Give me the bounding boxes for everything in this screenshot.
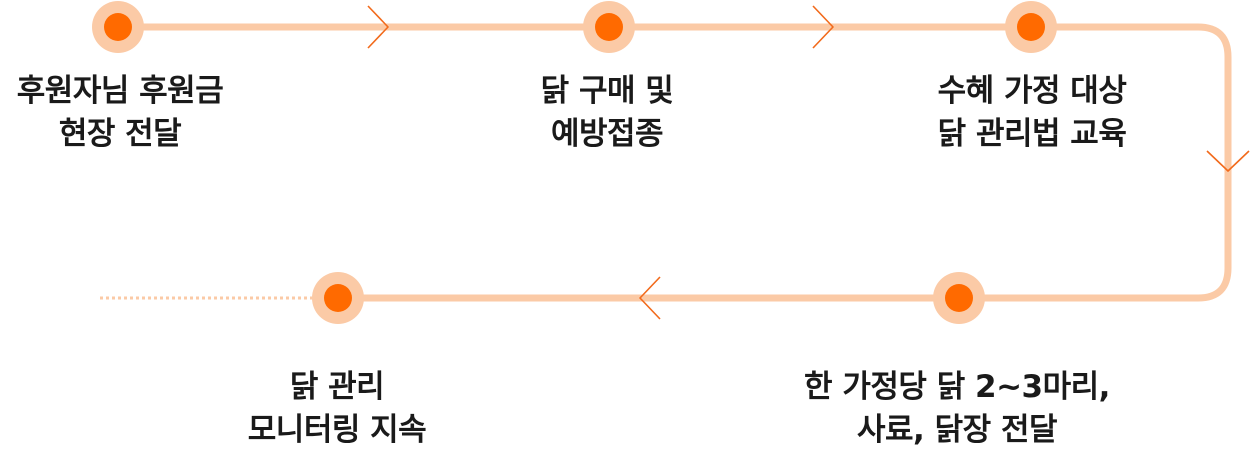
step-node-1 (92, 1, 144, 53)
step-label-3: 수혜 가정 대상 닭 관리법 교육 (867, 70, 1197, 156)
step-node-3 (1005, 1, 1057, 53)
step-label-line: 후원자님 후원금 (16, 73, 224, 109)
step-node-5 (312, 272, 364, 324)
flow-track (114, 23, 1232, 302)
step-label-line: 닭 구매 및 (540, 73, 674, 109)
step-label-line: 모니터링 지속 (247, 412, 427, 448)
step-label-line: 닭 관리법 교육 (937, 116, 1127, 152)
arrow-right-icon (812, 5, 834, 49)
step-node-4 (933, 272, 985, 324)
step-label-line: 예방접종 (550, 116, 664, 152)
step-label-line: 사료, 닭장 전달 (857, 412, 1057, 448)
step-label-line: 닭 관리 (289, 369, 385, 405)
step-label-line: 수혜 가정 대상 (937, 73, 1127, 109)
step-node-2 (583, 1, 635, 53)
step-label-line: 현장 전달 (58, 116, 182, 152)
step-label-1: 후원자님 후원금 현장 전달 (0, 70, 285, 156)
step-label-line: 한 가정당 닭 2~3마리, (804, 369, 1110, 405)
arrow-left-icon (639, 276, 661, 320)
arrow-right-icon (367, 5, 389, 49)
step-label-4: 한 가정당 닭 2~3마리, 사료, 닭장 전달 (792, 366, 1122, 452)
arrow-down-icon (1206, 150, 1250, 172)
step-label-5: 닭 관리 모니터링 지속 (172, 366, 502, 452)
step-label-2: 닭 구매 및 예방접종 (442, 70, 772, 156)
